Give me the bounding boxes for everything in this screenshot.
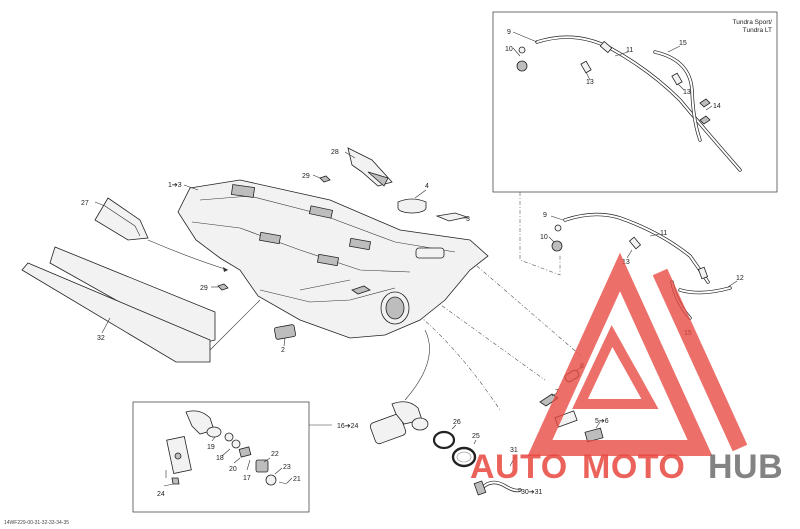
part-32-foam-strip <box>21 246 216 363</box>
fuel-pump-exploded <box>165 410 288 486</box>
label-27: 27 <box>81 200 89 207</box>
label-29-top: 29 <box>302 173 310 180</box>
label-24: 24 <box>157 491 165 498</box>
label-16-24: 16➔24 <box>337 423 359 430</box>
diagram-code: 14WF229-00-31-32-33-34-35 <box>4 520 69 526</box>
label-14: 14 <box>713 103 721 110</box>
label-18: 18 <box>216 455 224 462</box>
logo-triangle-inner <box>572 325 659 409</box>
label-11-inset: 11 <box>626 47 633 54</box>
label-3: 3 <box>466 216 470 223</box>
label-22: 22 <box>271 451 279 458</box>
label-19: 19 <box>207 444 215 451</box>
label-12: 12 <box>736 275 744 282</box>
part-4-fuel-cap <box>397 198 427 214</box>
label-10-inset: 10 <box>505 46 513 53</box>
fuel-tank <box>177 179 489 339</box>
label-15-inset: 15 <box>679 40 687 47</box>
part-30-31-fuel-line <box>473 480 522 496</box>
label-30-31: 30➔31 <box>521 489 543 496</box>
part-27-pad <box>94 197 149 241</box>
label-31: 31 <box>510 447 518 454</box>
watermark-auto: AUTO <box>470 448 568 486</box>
label-5-6: 5➔6 <box>595 418 609 425</box>
automotohub-logo <box>527 252 748 456</box>
inset-title-line1: Tundra Sport/ <box>732 19 772 26</box>
watermark-moto: MOTO <box>582 448 685 486</box>
part-26-seal-ring <box>432 430 456 450</box>
label-13-main: 13 <box>622 259 630 266</box>
watermark-hub: HUB <box>708 448 783 486</box>
part-29-clip-top <box>319 175 331 183</box>
label-29-left: 29 <box>200 285 208 292</box>
label-32: 32 <box>97 335 105 342</box>
label-1-3: 1➔3 <box>168 182 182 189</box>
label-10-main: 10 <box>540 234 548 241</box>
part-5-6-valve <box>554 410 604 443</box>
automotohub-wordmark: AUTO MOTO HUB <box>470 448 783 486</box>
label-25: 25 <box>472 433 480 440</box>
label-9-inset: 9 <box>507 29 511 36</box>
fuel-pump-assembly <box>369 401 429 445</box>
part-25-lock-ring <box>451 446 477 468</box>
label-13-inset-b: 13 <box>683 89 691 96</box>
label-2: 2 <box>281 347 285 354</box>
label-4: 4 <box>425 183 429 190</box>
label-13-inset-a: 13 <box>586 79 594 86</box>
inset-title-line2: Tundra LT <box>743 27 772 34</box>
logo-triangle-right <box>652 268 748 452</box>
inset-box-tundra <box>492 11 778 193</box>
label-9-main: 9 <box>543 212 547 219</box>
label-23: 23 <box>283 464 291 471</box>
part-29-clip-left <box>217 283 229 291</box>
part-2-grommet <box>274 324 296 340</box>
label-26: 26 <box>453 419 461 426</box>
label-11-main: 11 <box>660 230 667 237</box>
inset-box-fuel-pump <box>132 401 310 513</box>
inset-vent-hose-assembly <box>516 35 742 172</box>
part-3-bracket <box>435 212 469 222</box>
label-20: 20 <box>229 466 237 473</box>
label-17: 17 <box>243 475 251 482</box>
logo-triangle-outer <box>527 252 713 456</box>
label-21: 21 <box>293 476 301 483</box>
label-28: 28 <box>331 149 339 156</box>
